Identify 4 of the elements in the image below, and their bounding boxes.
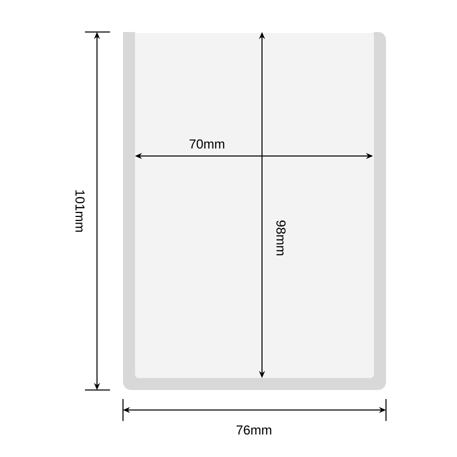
dimension-label: 101mm: [75, 190, 85, 232]
dimension-label: 76mm: [236, 425, 272, 435]
dimension-label: 70mm: [190, 139, 224, 149]
dimension-label: 98mm: [276, 220, 286, 256]
